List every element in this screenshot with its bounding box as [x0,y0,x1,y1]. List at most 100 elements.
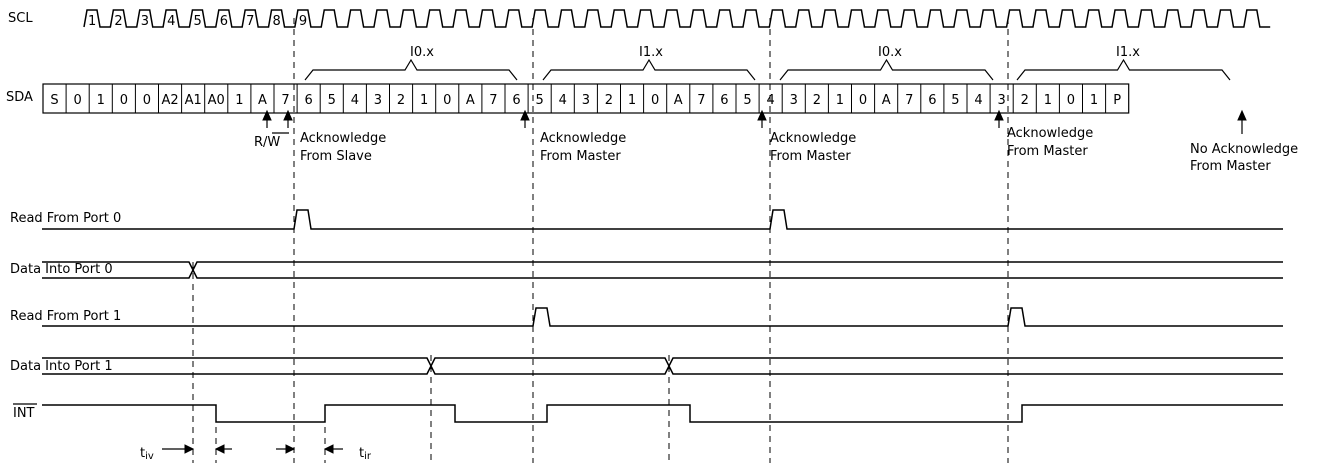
sda-cell: 0 [120,93,128,108]
dashed-reference-lines [192,18,1009,463]
sda-cell: 4 [767,93,775,108]
scl-waveform: 1 2 3 4 5 6 7 8 9 [83,9,1271,29]
sda-cell: 6 [305,93,313,108]
sda-cell: 4 [974,93,982,108]
sda-cell: A [882,93,891,108]
clock-number: 1 [88,14,96,29]
sda-cell: 6 [928,93,936,108]
scl-label: SCL [8,11,33,26]
sda-cell: 2 [605,93,613,108]
sda-cell: 1 [1044,93,1052,108]
tir-arrow-left-head [285,444,296,454]
sda-cell: 5 [951,93,959,108]
no-ack-from-master-note: No Acknowledge From Master [1190,142,1302,174]
clock-number: 5 [193,14,201,29]
clock-number: 4 [167,14,175,29]
scl-clock-path [83,9,1271,28]
sda-cell: 7 [697,93,705,108]
sda-cell: 7 [489,93,497,108]
timing-annotations [162,444,343,454]
sda-cell: P [1113,93,1121,108]
read-port0-label: Read From Port 0 [10,211,121,226]
clock-number: 8 [273,14,281,29]
int-waveform [42,404,1283,423]
sda-cell: 0 [143,93,151,108]
tir-label: tir [359,446,372,462]
sda-cell: A0 [208,93,225,108]
arrow-ack-master-3-head [994,109,1004,121]
sda-cell: 2 [1021,93,1029,108]
sda-cell: 7 [905,93,913,108]
clock-number: 6 [220,14,228,29]
sda-cell: 7 [281,93,289,108]
sda-cell: 1 [97,93,105,108]
group-label-4: I1.x [1116,45,1140,60]
sda-cell: 1 [420,93,428,108]
ack-from-master-note-1: Acknowledge From Master [540,131,630,164]
ack-from-master-note-2: Acknowledge From Master [770,131,860,164]
sda-cell: A [466,93,475,108]
data-port0-waveform [42,261,1283,279]
ack-arrows [262,109,1247,134]
sda-cell: 5 [328,93,336,108]
sda-cell: 4 [559,93,567,108]
tiv-label: tiv [140,446,154,462]
sda-cell: 2 [813,93,821,108]
sda-cell: 1 [836,93,844,108]
sda-cell: 3 [790,93,798,108]
arrow-ack-slave-head [283,109,293,121]
ack-from-slave-note: Acknowledge From Slave [300,131,390,164]
sda-cell: 3 [374,93,382,108]
group-label-2: I1.x [639,45,663,60]
read-port1-waveform [42,307,1283,327]
byte-brace [542,58,756,81]
sda-cell: 5 [536,93,544,108]
data-port0-label: Data Into Port 0 [10,262,113,277]
byte-brace [779,58,994,81]
sda-cell: 6 [720,93,728,108]
sda-cell: 1 [1090,93,1098,108]
data-port1-waveform [42,357,1283,375]
sda-frame [42,83,1130,114]
arrow-ack-master-1-head [520,109,530,121]
sda-cell: 4 [351,93,359,108]
rw-label: R/W [254,135,280,150]
sda-cell: 6 [512,93,520,108]
arrow-rw-head [262,109,272,121]
sda-cell: 0 [651,93,659,108]
tir-arrow-right-head [323,444,334,454]
clock-number: 7 [246,14,254,29]
sda-cell: 0 [74,93,82,108]
sda-cell: A [674,93,683,108]
sda-cell: 5 [743,93,751,108]
arrow-ack-master-2-head [757,109,767,121]
read-port1-label: Read From Port 1 [10,309,121,324]
group-label-1: I0.x [410,45,434,60]
sda-cell: 0 [443,93,451,108]
sda-cell: S [50,93,58,108]
tiv-arrow-right-head [214,444,225,454]
read-port0-waveform [42,209,1283,230]
byte-group-braces: I0.x I1.x I0.x I1.x [304,45,1231,81]
sda-cell: A [258,93,267,108]
group-label-3: I0.x [878,45,902,60]
arrow-no-ack-head [1237,109,1247,121]
byte-brace [1016,58,1231,81]
clock-number: 9 [299,14,307,29]
sda-cell: 0 [1067,93,1075,108]
tiv-arrow-left-head [184,444,195,454]
data-port1-label: Data Into Port 1 [10,359,113,374]
sda-cell: 2 [397,93,405,108]
sda-cell: A2 [161,93,178,108]
sda-cell: 3 [582,93,590,108]
byte-brace [304,58,518,81]
int-label: INT [13,406,35,421]
clock-number: 2 [114,14,122,29]
clock-number: 3 [141,14,149,29]
sda-cell: 3 [998,93,1006,108]
ack-from-master-note-3: Acknowledge From Master [1007,126,1097,159]
sda-cell: 1 [628,93,636,108]
sda-cell: 0 [859,93,867,108]
